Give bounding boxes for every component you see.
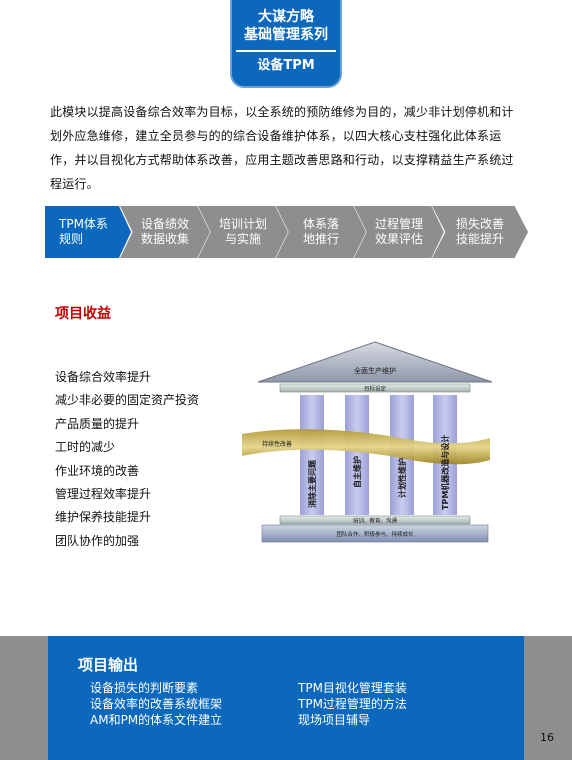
process-step-6: 损失改善技能提升: [432, 206, 528, 258]
temple-base-lower: [261, 524, 489, 543]
footer-side-left: [0, 636, 48, 760]
process-step-3-line1: 培训计划: [218, 217, 267, 231]
temple-pillar-3-label: 计划性维护: [397, 458, 407, 498]
temple-pillar-4-label: TPM机器改造与设计: [440, 435, 450, 510]
page-number: 16: [540, 731, 554, 744]
output-item: 设备效率的改善系统框架: [90, 697, 223, 711]
benefit-item: 管理过程效率提升: [55, 486, 152, 501]
output-item: 现场项目辅导: [298, 713, 371, 727]
benefits-title: 项目收益: [55, 306, 111, 322]
benefit-item: 减少非必要的固定资产投资: [55, 393, 200, 408]
intro-paragraph: 此模块以提高设备综合效率为目标，以全系统的预防维修为目的，减少非计划停机和计划外…: [50, 105, 514, 191]
process-step-2: 设备绩效数据收集: [120, 206, 210, 258]
footer-side-right: [524, 636, 572, 760]
temple-banner: [242, 429, 490, 465]
tpm-temple-diagram: 全面生产维护 目标设定 持续性改善 消除主要问题 自主维护 计划性维护 TPM机…: [242, 341, 493, 543]
process-step-1-line2: 规则: [59, 232, 84, 246]
outputs-title: 项目输出: [78, 656, 139, 674]
process-step-3-line2: 与实施: [224, 232, 261, 246]
output-item: 设备损失的判断要素: [90, 681, 199, 695]
process-step-6-line1: 损失改善: [455, 217, 504, 231]
process-step-1-line1: TPM体系: [59, 217, 108, 231]
benefits-list: 设备综合效率提升 减少非必要的固定资产投资 产品质量的提升 工时的减少 作业环境…: [55, 368, 199, 555]
benefit-item: 产品质量的提升: [55, 416, 140, 431]
module-title: 设备TPM: [257, 58, 315, 73]
process-step-5-line1: 过程管理: [374, 217, 423, 231]
process-step-4-line2: 地推行: [302, 232, 339, 246]
benefit-item: 作业环境的改善: [55, 463, 140, 478]
benefit-item: 设备综合效率提升: [55, 370, 152, 384]
output-item: TPM目视化管理套装: [298, 681, 407, 695]
outputs-column-2: TPM目视化管理套装 TPM过程管理的方法 现场项目辅导: [298, 680, 407, 728]
process-step-5-line2: 效果评估: [374, 232, 423, 246]
badge-divider: [236, 50, 336, 52]
process-step-2-line2: 数据收集: [140, 232, 189, 246]
output-item: AM和PM的体系文件建立: [90, 713, 223, 727]
temple-beam-label: 目标设定: [364, 385, 387, 393]
temple-pillar-2: [345, 395, 369, 515]
benefit-item: 团队协作的加强: [55, 533, 140, 548]
temple-base-upper-label: 培训、教育、沟通: [353, 517, 398, 525]
benefit-item: 维护保养技能提升: [55, 510, 152, 525]
temple-base-upper: [279, 515, 471, 525]
temple-roof-label: 全面生产维护: [354, 366, 396, 375]
temple-banner-label: 持续性改善: [262, 440, 292, 448]
process-step-5: 过程管理效果评估: [354, 206, 444, 258]
outputs-panel: 项目输出 设备损失的判断要素 设备效率的改善系统框架 AM和PM的体系文件建立 …: [48, 636, 524, 760]
series-title-line2: 基础管理系列: [244, 27, 328, 43]
temple-base-lower-label: 团队合作、积极参与、持续成长: [336, 530, 414, 538]
series-title-line1: 大谋方略: [258, 9, 314, 25]
benefit-item: 工时的减少: [55, 440, 116, 455]
process-step-6-line2: 技能提升: [455, 232, 504, 246]
process-step-3: 培训计划与实施: [198, 206, 288, 258]
temple-pillar-2-label: 自主维护: [352, 456, 362, 488]
temple-roof: [257, 341, 493, 383]
temple-pillar-1-label: 消除主要问题: [307, 459, 317, 508]
output-item: TPM过程管理的方法: [298, 697, 407, 711]
process-flow: TPM体系规则 设备绩效数据收集 培训计划与实施 体系落地推行 过程管理效果评估…: [45, 206, 535, 262]
series-badge: 大谋方略 基础管理系列 设备TPM: [230, 0, 342, 88]
process-step-2-line1: 设备绩效: [140, 217, 189, 231]
process-step-4-line1: 体系落: [302, 217, 339, 231]
temple-pillar-1: [300, 395, 324, 515]
temple-beam: [279, 383, 471, 393]
outputs-column-1: 设备损失的判断要素 设备效率的改善系统框架 AM和PM的体系文件建立: [90, 680, 222, 728]
process-step-1: TPM体系规则: [45, 206, 131, 258]
process-step-4: 体系落地推行: [276, 206, 366, 258]
